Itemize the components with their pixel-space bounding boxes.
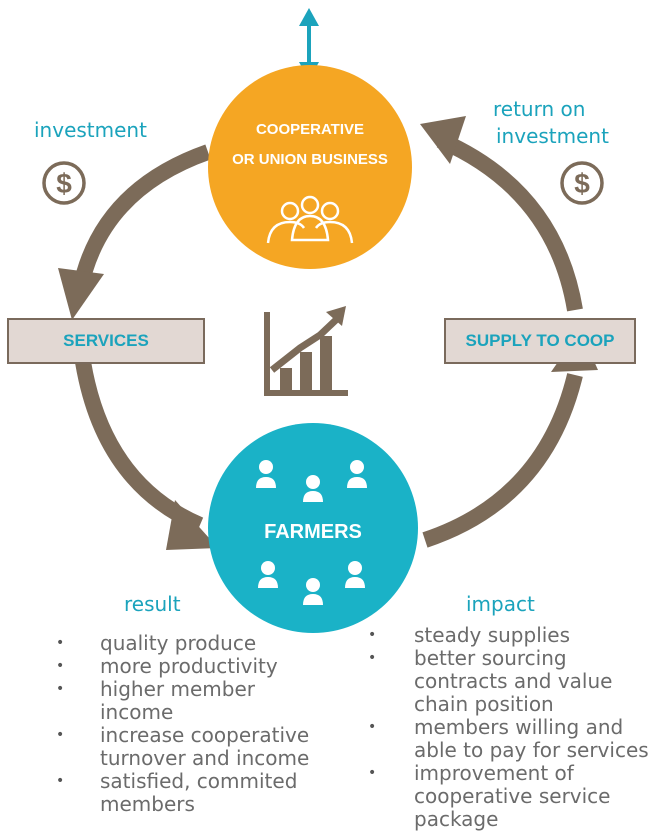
arrow-supply-to-center xyxy=(436,132,583,312)
arrow-farmers-to-supply xyxy=(422,373,583,548)
arrowhead-farmers xyxy=(166,500,218,550)
impact-item: •improvement of cooperative service pack… xyxy=(368,761,611,831)
return-label-line1: return on xyxy=(493,97,586,121)
arrowhead-services xyxy=(58,268,104,320)
right-dollar-icon xyxy=(560,161,604,205)
impact-item: •better sourcing contracts and value cha… xyxy=(368,646,613,716)
impact-list: •steady supplies •better sourcing contra… xyxy=(368,624,650,831)
center-title-line1: COOPERATIVE xyxy=(255,121,365,138)
left-dollar-symbol: $ xyxy=(56,168,72,199)
cycle-arrows xyxy=(72,132,583,548)
right-dollar-symbol: $ xyxy=(574,168,590,199)
services-box: SERVICES xyxy=(7,318,205,364)
impact-item: •steady supplies xyxy=(368,623,571,647)
person-icon xyxy=(258,561,278,588)
farmers-title: FARMERS xyxy=(264,521,362,543)
result-item: •more productivity xyxy=(56,654,278,678)
group-icon xyxy=(266,195,354,244)
result-item: •increase cooperative turnover and incom… xyxy=(56,723,310,770)
person-icon xyxy=(303,578,323,605)
investment-label: investment xyxy=(34,118,147,142)
supply-to-coop-box: SUPPLY TO COOP xyxy=(444,318,636,364)
person-icon xyxy=(347,460,367,488)
return-label-line2: investment xyxy=(496,124,609,148)
result-label: result xyxy=(124,592,181,616)
result-item: •higher member income xyxy=(56,677,255,724)
person-icon xyxy=(303,475,323,502)
arrow-center-to-services xyxy=(72,144,211,292)
cooperative-node xyxy=(208,65,412,269)
person-icon xyxy=(256,460,276,488)
impact-item: •members willing and able to pay for ser… xyxy=(368,715,649,762)
arrow-services-to-farmers xyxy=(72,339,204,533)
left-dollar-icon xyxy=(42,161,86,205)
person-icon xyxy=(345,561,365,588)
result-item: •quality produce xyxy=(56,631,257,655)
person-icons xyxy=(256,460,367,605)
impact-label: impact xyxy=(466,592,535,616)
result-item: •satisfied, commited members xyxy=(56,769,298,816)
arrowhead-center xyxy=(420,116,466,164)
result-list: •quality produce •more productivity •hig… xyxy=(56,632,326,816)
center-title-line2: OR UNION BUSINESS xyxy=(232,151,388,168)
growth-chart-icon xyxy=(264,306,348,396)
